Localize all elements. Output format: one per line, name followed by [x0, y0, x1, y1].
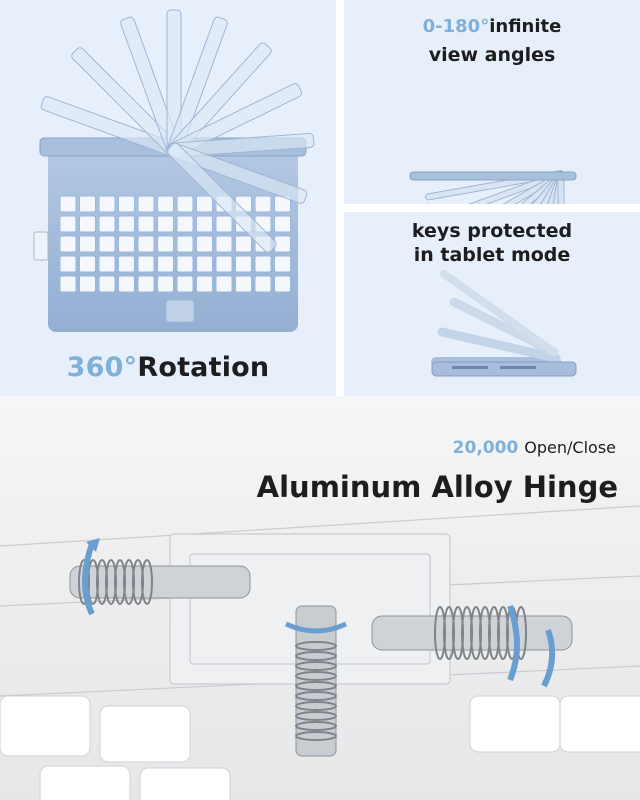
- key: [176, 255, 194, 273]
- key: [137, 235, 155, 253]
- tablet-fold-sequence: [431, 270, 577, 377]
- tablet-rotation-fan: [40, 9, 315, 253]
- view-angles-panel: 0-180°infinite view angles: [344, 0, 640, 204]
- key: [215, 215, 233, 233]
- rotation-title: 360°Rotation: [0, 352, 336, 383]
- key: [157, 215, 174, 233]
- rotation-illustration: [33, 9, 315, 332]
- key: [196, 235, 213, 253]
- key: [176, 215, 194, 233]
- key: [176, 195, 194, 213]
- key: [274, 215, 291, 233]
- hinge-panel: 20,000 Open/Close Aluminum Alloy Hinge: [0, 396, 640, 800]
- rotation-label: Rotation: [137, 352, 270, 383]
- key: [79, 275, 96, 293]
- view-angles-illustration: [409, 170, 577, 204]
- key: [98, 275, 116, 293]
- key: [176, 275, 194, 293]
- keyboard-keys: [59, 195, 291, 323]
- rotation-panel: 360°Rotation: [0, 0, 336, 396]
- rotation-angle: 360°: [66, 352, 138, 383]
- left-spring-icon: [69, 538, 251, 616]
- view-angles-heading: view angles: [428, 44, 556, 66]
- key: [254, 195, 272, 213]
- key: [79, 235, 96, 253]
- key: [59, 235, 77, 253]
- key: [79, 215, 96, 233]
- key: [118, 275, 135, 293]
- cycle-count: 20,000 Open/Close: [453, 438, 616, 458]
- key: [215, 275, 233, 293]
- key: [196, 215, 213, 233]
- keyboard-closed: [409, 171, 577, 181]
- key: [137, 195, 155, 213]
- key: [235, 255, 252, 273]
- hinge-title: Aluminum Alloy Hinge: [256, 470, 618, 504]
- key: [98, 195, 116, 213]
- key: [157, 275, 174, 293]
- key: [137, 275, 155, 293]
- key: [59, 255, 77, 273]
- key: [118, 195, 135, 213]
- key: [118, 255, 135, 273]
- cycle-label: Open/Close: [524, 438, 616, 457]
- key: [118, 215, 135, 233]
- key: [176, 235, 194, 253]
- key: [118, 235, 135, 253]
- key: [196, 195, 213, 213]
- key: [235, 235, 252, 253]
- key: [254, 275, 272, 293]
- keyboard-side-tab: [33, 231, 49, 261]
- key: [59, 215, 77, 233]
- key: [196, 255, 213, 273]
- key: [157, 235, 174, 253]
- key: [196, 275, 213, 293]
- right-spring-icon: [371, 605, 573, 688]
- key: [274, 235, 291, 253]
- key: [235, 275, 252, 293]
- key: [157, 195, 174, 213]
- key: [215, 235, 233, 253]
- center-screw-icon: [284, 605, 348, 757]
- view-range: 0-180°: [422, 16, 490, 37]
- key: [274, 255, 291, 273]
- tablet-mode-heading: in tablet mode: [413, 244, 571, 266]
- view-range-suffix: infinite: [489, 16, 562, 37]
- key: [137, 215, 155, 233]
- key: [98, 215, 116, 233]
- key: [98, 235, 116, 253]
- touchpad: [165, 299, 195, 323]
- key: [59, 275, 77, 293]
- key: [215, 255, 233, 273]
- key: [79, 195, 96, 213]
- key: [79, 255, 96, 273]
- key: [137, 255, 155, 273]
- cycle-number: 20,000: [452, 438, 519, 458]
- tablet-position: [166, 142, 277, 253]
- key: [157, 255, 174, 273]
- keys-protected-illustration: [431, 270, 577, 377]
- hinge-illustration: [0, 505, 640, 800]
- view-range-heading: 0-180°infinite: [344, 16, 640, 37]
- key: [59, 195, 77, 213]
- key: [274, 275, 291, 293]
- key: [98, 255, 116, 273]
- keys-protected-heading: keys protected: [411, 220, 573, 242]
- keys-protected-panel: keys protected in tablet mode: [344, 212, 640, 396]
- key: [254, 255, 272, 273]
